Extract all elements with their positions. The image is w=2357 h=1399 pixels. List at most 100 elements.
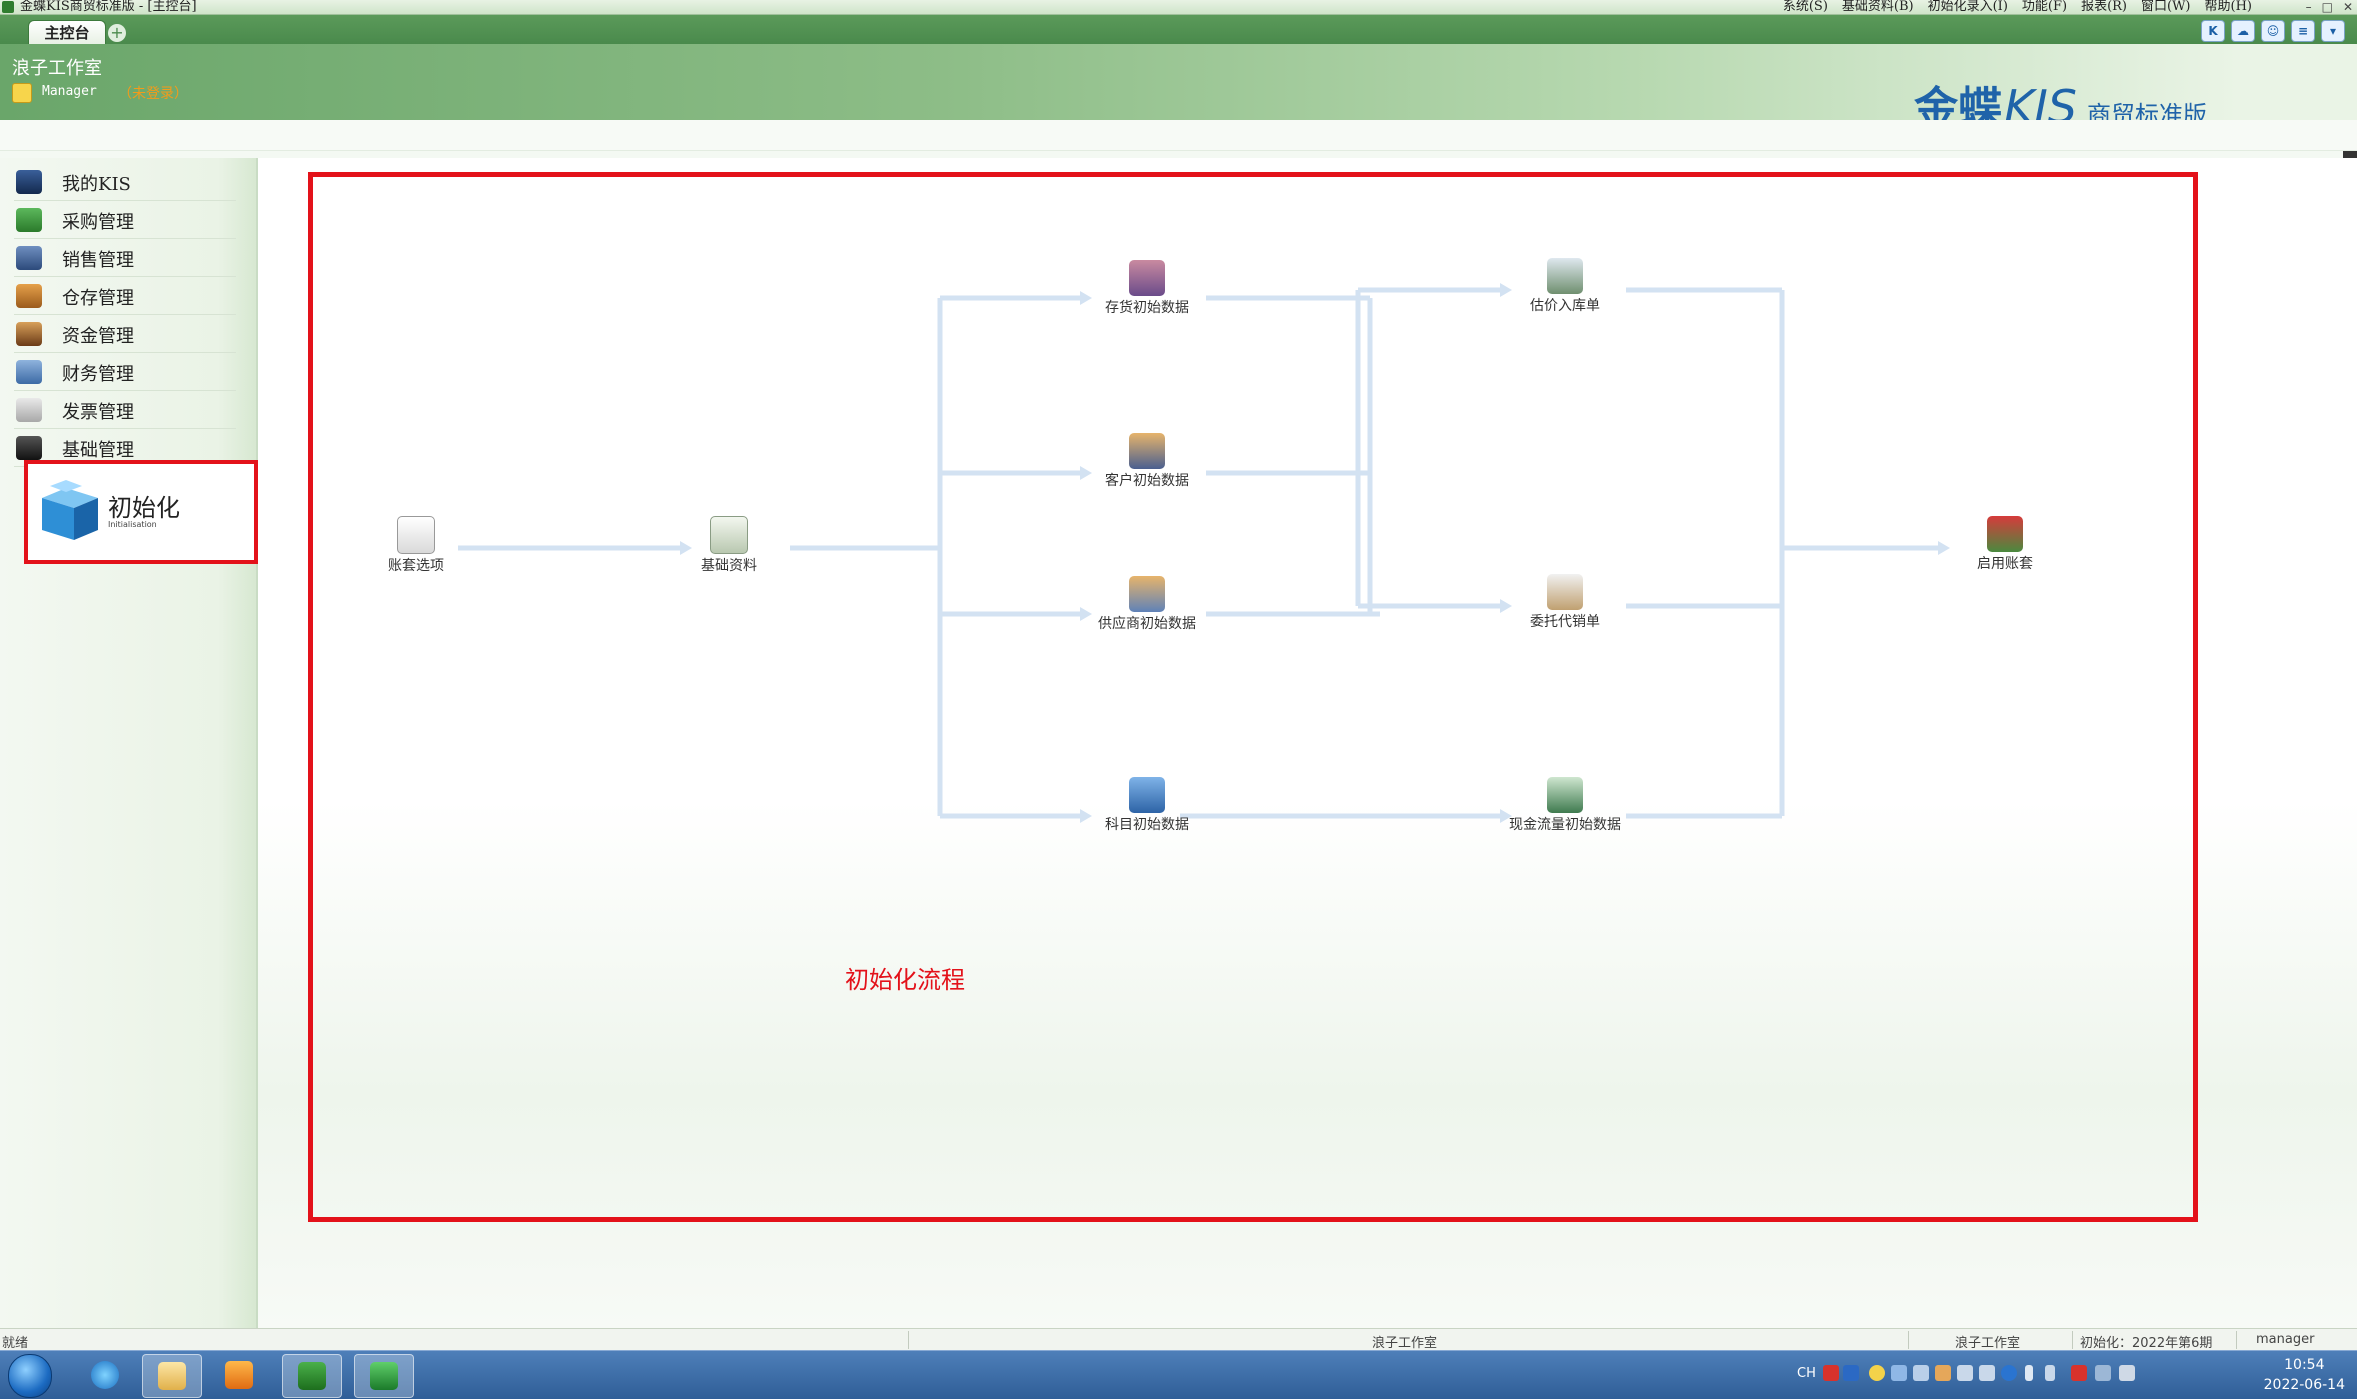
node-label: 供应商初始数据 (1098, 616, 1196, 632)
initialisation-title: 初始化 (108, 494, 180, 522)
node-inventory-init[interactable]: 存货初始数据 (1082, 260, 1212, 316)
flow-highlight-frame (308, 172, 2198, 1222)
help-icon[interactable] (2001, 1365, 2017, 1381)
title-bar: 金蝶KIS商贸标准版 - [主控台] 系统(S) 基础资料(B) 初始化录入(I… (0, 0, 2357, 15)
sidebar: 我的KIS 采购管理 销售管理 仓存管理 资金管理 财务管理 发票管理 基础管理 (0, 158, 258, 1328)
node-account-options[interactable]: 账套选项 (351, 516, 481, 574)
node-basic-data[interactable]: 基础资料 (664, 516, 794, 574)
node-label: 估价入库单 (1530, 298, 1600, 314)
menu-init-entry[interactable]: 初始化录入(I) (1927, 0, 2008, 14)
sidebar-item-purchase[interactable]: 采购管理 (14, 202, 236, 239)
settings-icon[interactable] (1957, 1365, 1973, 1381)
keyboard-icon[interactable] (1913, 1365, 1929, 1381)
taskbar-kis[interactable] (282, 1354, 342, 1398)
node-label: 委托代销单 (1530, 614, 1600, 630)
sidebar-item-finance[interactable]: 财务管理 (14, 354, 236, 391)
sidebar-item-initialisation[interactable]: 初始化 Initialisation (24, 460, 258, 564)
smile-icon[interactable]: ☺ (2261, 20, 2285, 42)
toolbox-icon[interactable] (1935, 1365, 1951, 1381)
sidebar-item-funds[interactable]: 资金管理 (14, 316, 236, 353)
node-cashflow-init[interactable]: 现金流量初始数据 (1500, 777, 1630, 833)
sidebar-item-label: 资金管理 (62, 326, 134, 347)
network-icon[interactable] (2095, 1365, 2111, 1381)
sidebar-item-label: 基础管理 (62, 440, 134, 461)
node-customer-init[interactable]: 客户初始数据 (1082, 433, 1212, 489)
clock-date: 2022-06-14 (2263, 1377, 2345, 1393)
toolbar-icons: K ☁ ☺ ≡ ▾ (2201, 20, 2345, 42)
menu-help[interactable]: 帮助(H) (2204, 0, 2252, 14)
network-share-icon[interactable] (1979, 1365, 1995, 1381)
sidebar-item-sales[interactable]: 销售管理 (14, 240, 236, 277)
flow-caption: 初始化流程 (845, 966, 965, 994)
kis-service-icon[interactable]: K (2201, 20, 2225, 42)
login-status[interactable]: （未登录） (118, 86, 188, 102)
tab-main-console[interactable]: 主控台 (28, 20, 106, 45)
media-play-icon (225, 1361, 253, 1389)
company-name: 浪子工作室 (12, 58, 102, 79)
taskbar-cube-app[interactable] (354, 1354, 414, 1398)
cube-app-icon (370, 1362, 398, 1390)
sidebar-item-label: 采购管理 (62, 212, 134, 233)
sidebar-item-label: 仓存管理 (62, 288, 134, 309)
node-subject-init[interactable]: 科目初始数据 (1082, 777, 1212, 833)
menu-report[interactable]: 报表(R) (2081, 0, 2127, 14)
account-options-icon (397, 516, 435, 554)
message-icon[interactable]: ≡ (2291, 20, 2315, 42)
sidebar-item-invoice[interactable]: 发票管理 (14, 392, 236, 429)
taskbar-ie[interactable] (76, 1354, 134, 1396)
chevron-down-icon[interactable]: ▾ (2321, 20, 2345, 42)
main-panel (258, 158, 2357, 1328)
tab-strip: 主控台 + K ☁ ☺ ≡ ▾ (0, 15, 2357, 45)
menu-function[interactable]: 功能(F) (2021, 0, 2068, 14)
clock-time: 10:54 (2284, 1357, 2325, 1373)
folder-icon (158, 1362, 186, 1390)
sales-icon (16, 246, 42, 270)
menu-window[interactable]: 窗口(W) (2141, 0, 2191, 14)
sidebar-item-warehouse[interactable]: 仓存管理 (14, 278, 236, 315)
menu-basic-data[interactable]: 基础资料(B) (1841, 0, 1914, 14)
maximize-button[interactable]: □ (2321, 0, 2333, 14)
cube-icon (42, 480, 98, 540)
receipt-doc-icon (1547, 258, 1583, 294)
status-bar: 就绪 浪子工作室 浪子工作室 初始化：2022年第6期 manager (0, 1328, 2357, 1351)
sidebar-item-label: 财务管理 (62, 364, 134, 385)
node-label: 启用账套 (1977, 556, 2033, 572)
add-tab-icon[interactable]: + (108, 24, 126, 42)
volume-icon[interactable] (2119, 1365, 2135, 1381)
taskbar-explorer[interactable] (142, 1354, 202, 1398)
node-estimated-receipt[interactable]: 估价入库单 (1500, 258, 1630, 314)
close-button[interactable]: ✕ (2342, 0, 2353, 14)
show-hidden-icon[interactable] (2045, 1365, 2055, 1381)
start-button[interactable] (8, 1354, 52, 1398)
menu-system[interactable]: 系统(S) (1782, 0, 1828, 14)
node-supplier-init[interactable]: 供应商初始数据 (1082, 576, 1212, 632)
flag-alert-icon[interactable] (2071, 1365, 2087, 1381)
minimize-button[interactable]: – (2305, 0, 2312, 14)
enable-books-icon (1987, 516, 2023, 552)
sidebar-item-label: 销售管理 (62, 250, 134, 271)
supplier-truck-icon (1129, 576, 1165, 612)
node-enable-account[interactable]: 启用账套 (1940, 516, 2070, 572)
status-company: 浪子工作室 (1955, 1336, 2021, 1351)
status-period: 初始化：2022年第6期 (2080, 1336, 2213, 1351)
node-consignment-sales[interactable]: 委托代销单 (1500, 574, 1630, 630)
chinese-input-icon[interactable] (1843, 1365, 1859, 1381)
initialisation-subtitle: Initialisation (108, 520, 157, 529)
ime-icon[interactable] (1823, 1365, 1839, 1381)
punctuation-icon[interactable] (1891, 1365, 1907, 1381)
tray-clock[interactable]: 10:54 2022-06-14 (2264, 1355, 2345, 1395)
taskbar-media-player[interactable] (210, 1354, 268, 1396)
warehouse-icon (16, 284, 42, 308)
status-user: manager (2256, 1332, 2315, 1347)
node-label: 现金流量初始数据 (1509, 817, 1621, 833)
sidebar-item-my-kis[interactable]: 我的KIS (14, 164, 236, 201)
node-label: 客户初始数据 (1105, 473, 1189, 489)
consignment-doc-icon (1547, 574, 1583, 610)
notification-icon[interactable] (2025, 1365, 2033, 1381)
input-language[interactable]: CH (1797, 1366, 1816, 1381)
cloud-icon[interactable]: ☁ (2231, 20, 2255, 42)
node-label: 存货初始数据 (1105, 300, 1189, 316)
node-label: 科目初始数据 (1105, 817, 1189, 833)
moon-icon[interactable] (1869, 1365, 1885, 1381)
